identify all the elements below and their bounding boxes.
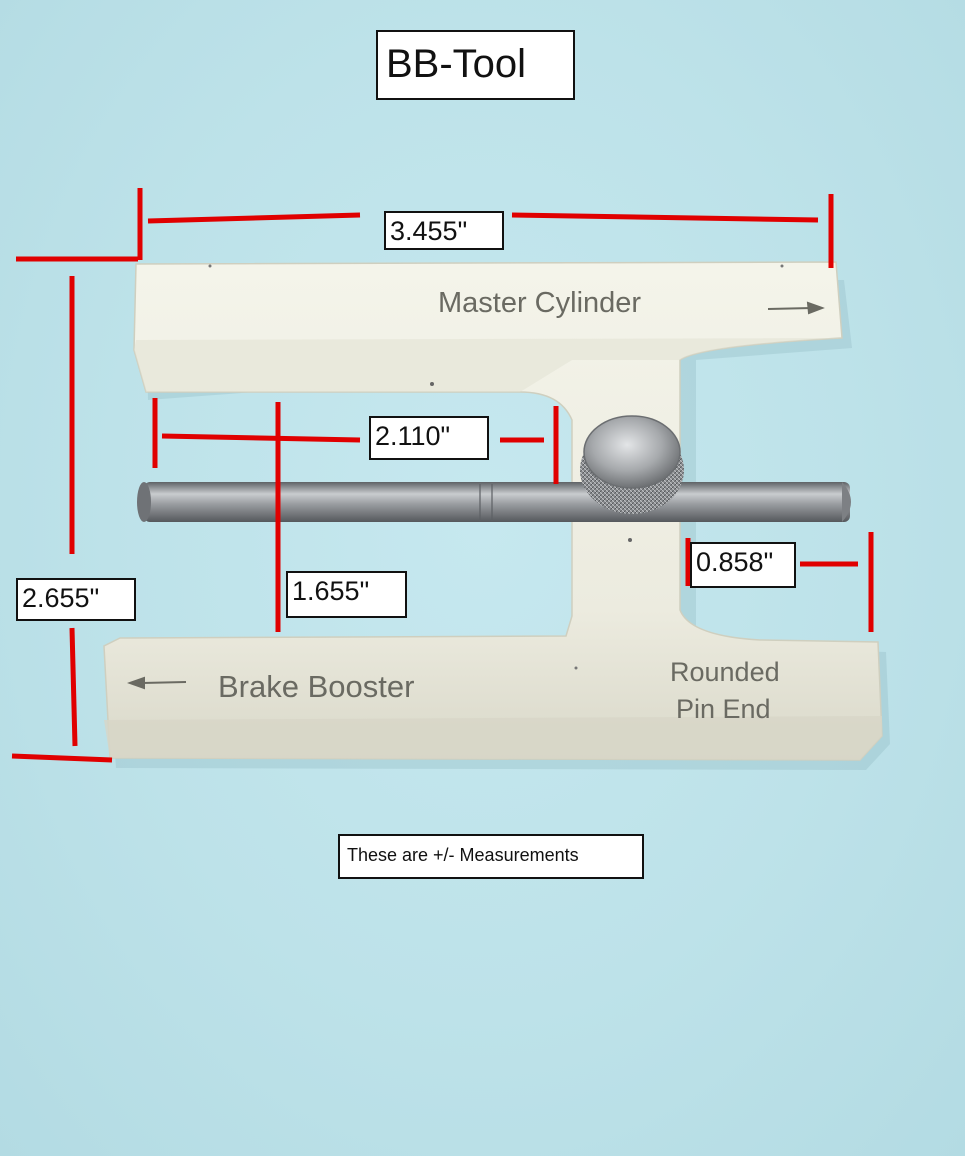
brake-booster-engraving: Brake Booster bbox=[218, 669, 414, 704]
rounded-engraving: Rounded bbox=[670, 657, 780, 687]
right-arrow-icon bbox=[767, 301, 825, 315]
inner-height-dimension-label: 1.655" bbox=[286, 571, 407, 618]
thumb-screw-knob bbox=[580, 415, 684, 514]
dimension-lines bbox=[11, 188, 874, 763]
master-cylinder-engraving: Master Cylinder bbox=[438, 287, 641, 319]
pin-length-dimension-label: 2.110" bbox=[369, 416, 489, 460]
measurement-note: These are +/- Measurements bbox=[338, 834, 644, 879]
pin-end-dimension-label: 0.858" bbox=[690, 542, 796, 588]
width-dimension-label: 3.455" bbox=[384, 211, 504, 250]
steel-pin bbox=[137, 482, 851, 522]
height-dimension-label: 2.655" bbox=[16, 578, 136, 621]
pin-end-engraving: Pin End bbox=[676, 694, 771, 724]
title-label: BB-Tool bbox=[376, 30, 575, 100]
left-arrow-icon bbox=[127, 676, 187, 690]
